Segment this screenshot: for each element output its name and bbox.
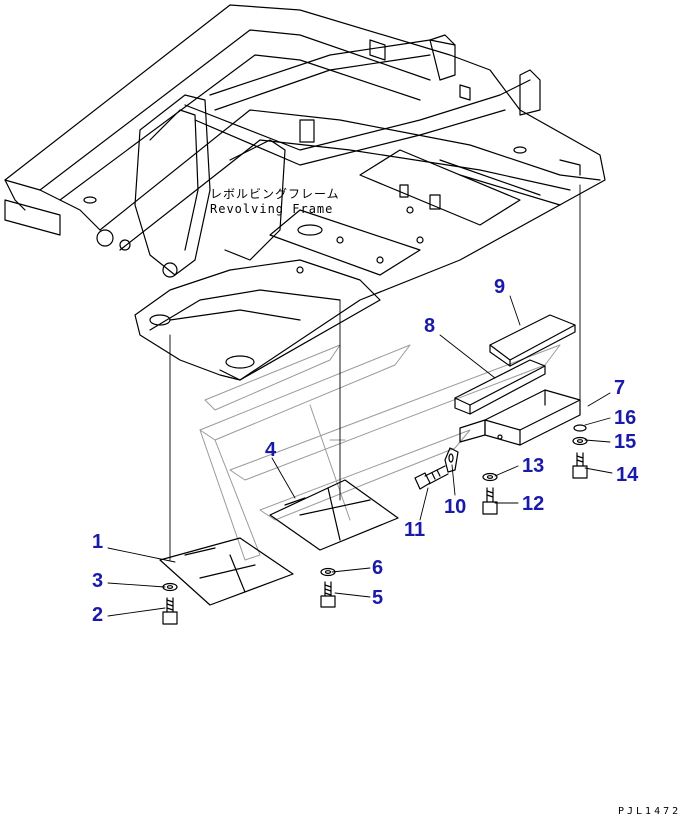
part-14-bolt bbox=[572, 452, 588, 479]
part-12-bolt bbox=[482, 487, 498, 515]
callout-15[interactable]: 15 bbox=[614, 431, 637, 453]
part-10-clip bbox=[444, 447, 459, 473]
callout-10[interactable]: 10 bbox=[444, 496, 467, 518]
callout-5[interactable]: 5 bbox=[372, 587, 384, 609]
part-8-bar bbox=[454, 359, 546, 415]
callout-3[interactable]: 3 bbox=[92, 570, 104, 592]
part-9-plate bbox=[489, 314, 576, 367]
callout-9[interactable]: 9 bbox=[494, 276, 506, 298]
part-7-box bbox=[459, 389, 581, 446]
part-5-bolt bbox=[320, 581, 336, 608]
revolving-frame bbox=[4, 4, 606, 381]
callout-6[interactable]: 6 bbox=[372, 557, 384, 579]
frame-label-jp: レボルビングフレーム bbox=[210, 187, 340, 201]
part-1-cover-plate bbox=[159, 537, 294, 606]
callout-13[interactable]: 13 bbox=[522, 455, 545, 477]
watermark-logo bbox=[199, 344, 561, 561]
part-4-cover-plate bbox=[269, 479, 399, 551]
callout-1[interactable]: 1 bbox=[92, 531, 104, 553]
part-2-bolt bbox=[162, 597, 178, 625]
callout-12[interactable]: 12 bbox=[522, 493, 545, 515]
callout-14[interactable]: 14 bbox=[616, 464, 639, 486]
part-15-washer bbox=[572, 436, 588, 446]
callout-11[interactable]: 11 bbox=[404, 519, 426, 541]
callout-4[interactable]: 4 bbox=[265, 439, 277, 461]
part-13-washer bbox=[482, 472, 498, 482]
leader-lines bbox=[107, 184, 613, 617]
callout-8[interactable]: 8 bbox=[424, 315, 436, 337]
frame-label-en: Revolving Frame bbox=[210, 202, 334, 216]
drawing-code: PJL1472 bbox=[618, 806, 682, 817]
part-6-washer bbox=[320, 567, 336, 577]
callout-7[interactable]: 7 bbox=[614, 377, 626, 399]
callout-16[interactable]: 16 bbox=[614, 407, 637, 429]
part-16-washer bbox=[573, 424, 587, 432]
part-3-washer bbox=[162, 582, 178, 592]
part-11-bolt bbox=[414, 465, 449, 490]
callout-2[interactable]: 2 bbox=[92, 604, 104, 626]
